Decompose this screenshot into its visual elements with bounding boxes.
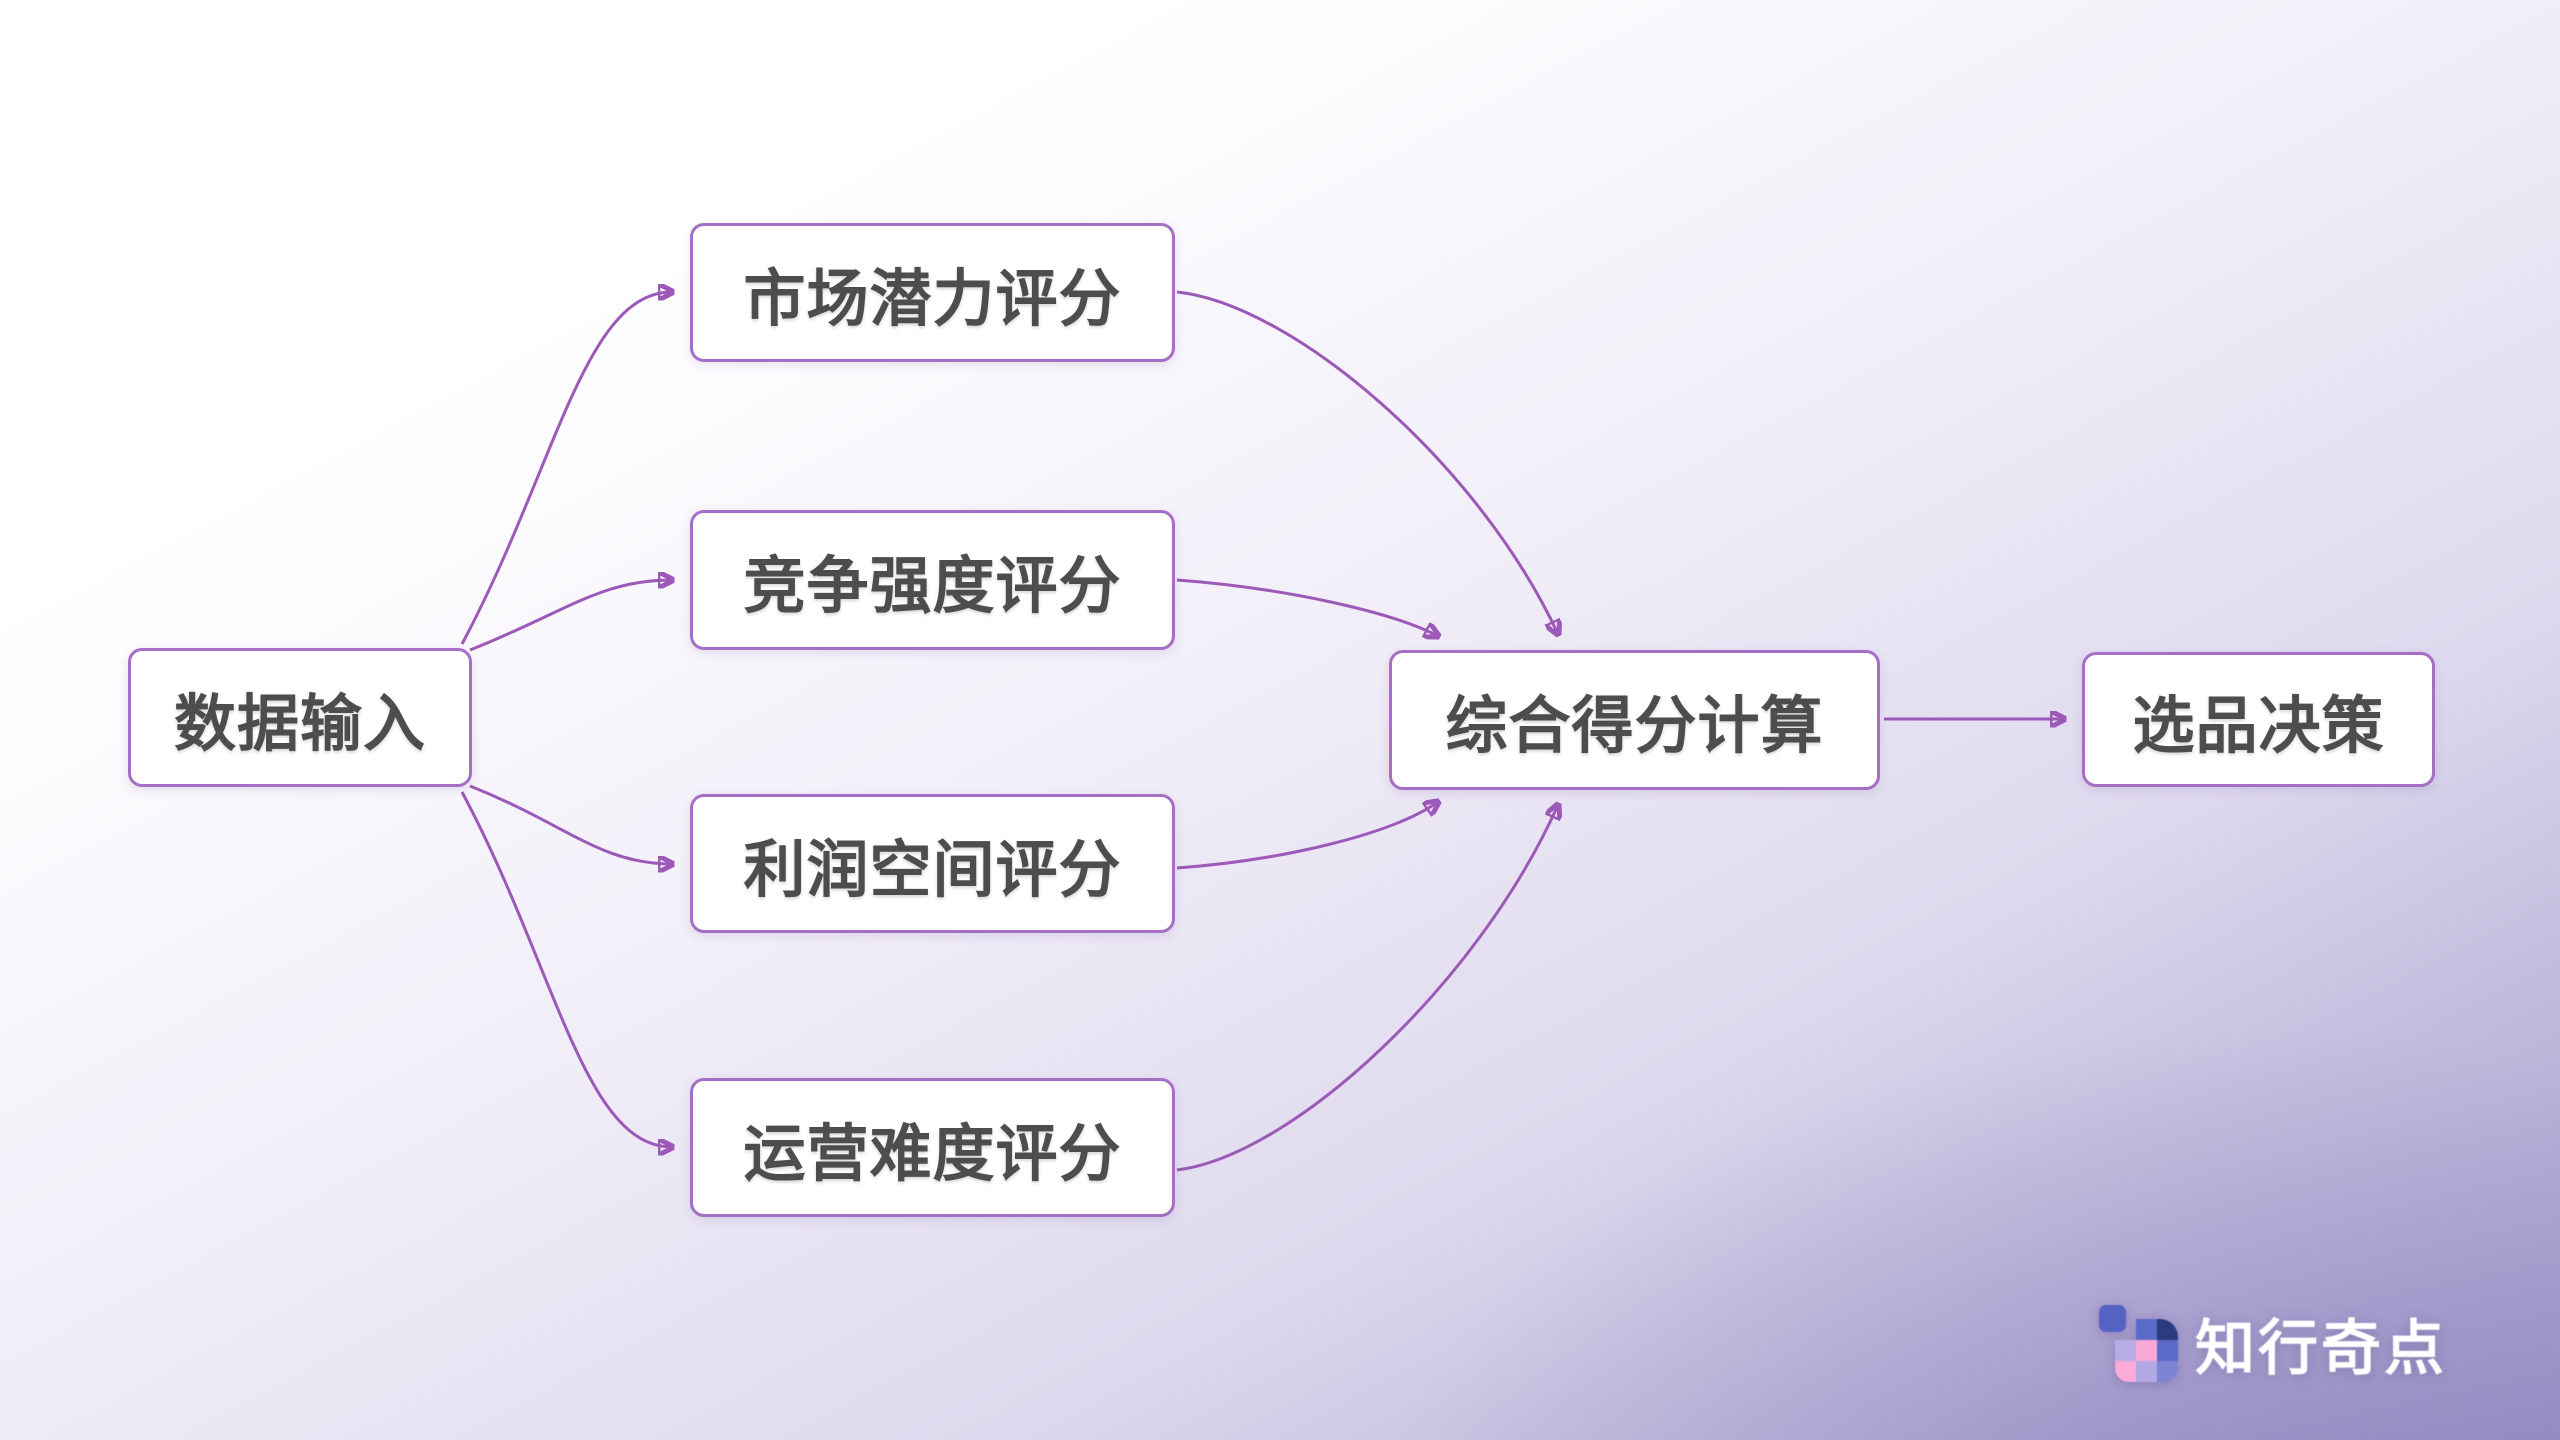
node-operation-difficulty-score-label: 运营难度评分 <box>743 1119 1122 1189</box>
brand-logo-icon <box>2095 1303 2178 1385</box>
brand-logo-text: 知行奇点 <box>2195 1315 2447 1382</box>
brand-logo: 知行奇点 <box>2095 1300 2447 1387</box>
node-product-selection-decision-label: 选品决策 <box>2132 691 2385 761</box>
edge-competition-to-score <box>1176 578 1438 636</box>
node-profit-margin-score: 利润空间评分 <box>690 794 1175 933</box>
node-composite-score-calculation: 综合得分计算 <box>1389 650 1880 790</box>
edge-operation-to-score <box>1176 805 1558 1172</box>
node-competition-intensity-score: 竞争强度评分 <box>690 510 1175 650</box>
logo-grid-icon <box>2115 1318 2178 1382</box>
edge-profit-to-score <box>1176 802 1438 870</box>
node-market-potential-score: 市场潜力评分 <box>690 223 1175 362</box>
edge-input-to-market <box>460 292 672 645</box>
node-product-selection-decision: 选品决策 <box>2082 652 2435 787</box>
edge-input-to-profit <box>469 784 672 864</box>
edge-input-to-operation <box>460 791 672 1147</box>
node-data-input: 数据输入 <box>128 648 472 787</box>
node-competition-intensity-score-label: 竞争强度评分 <box>743 552 1122 621</box>
logo-chip-square <box>2099 1304 2126 1332</box>
node-data-input-label: 数据输入 <box>173 689 426 759</box>
node-composite-score-calculation-label: 综合得分计算 <box>1445 692 1824 761</box>
node-market-potential-score-label: 市场潜力评分 <box>743 264 1122 334</box>
edge-input-to-competition <box>469 580 672 652</box>
edge-market-to-score <box>1176 290 1558 634</box>
node-profit-margin-score-label: 利润空间评分 <box>743 835 1122 905</box>
node-operation-difficulty-score: 运营难度评分 <box>690 1078 1175 1217</box>
